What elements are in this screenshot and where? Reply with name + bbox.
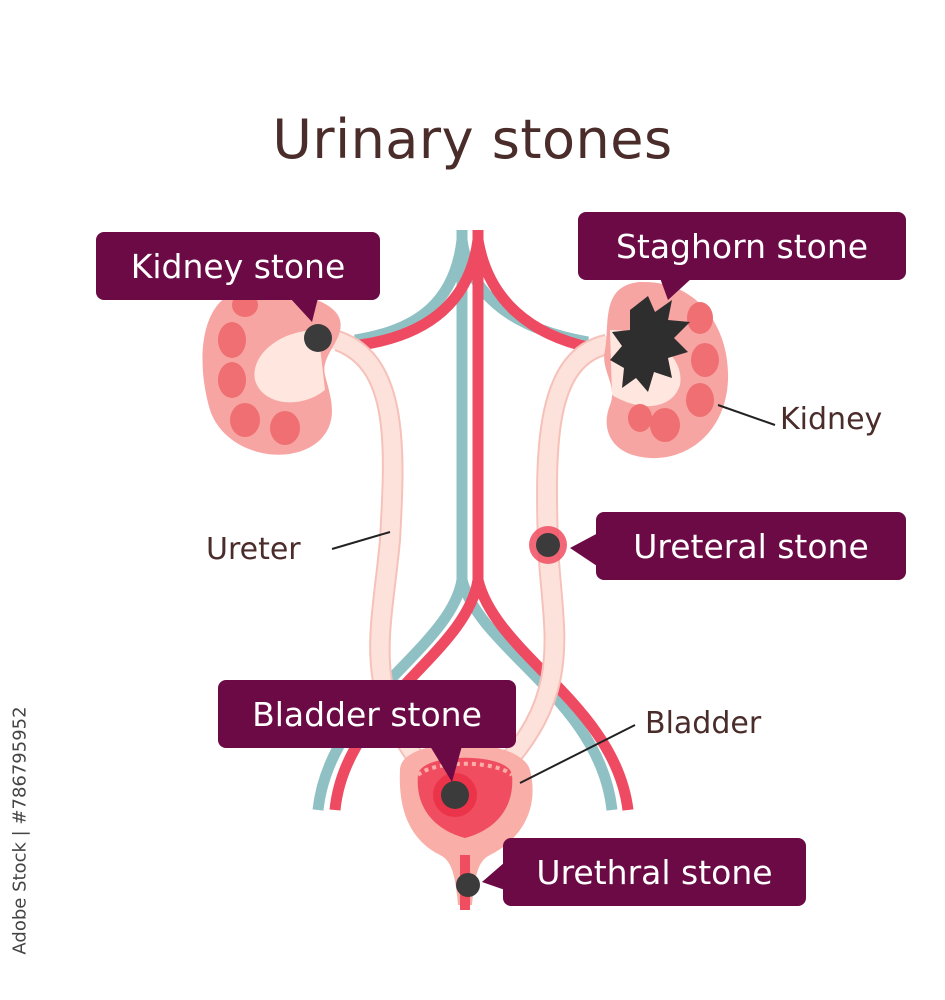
right-kidney-medulla <box>628 302 719 442</box>
staghorn-stone-callout: Staghorn stone <box>578 212 906 280</box>
kidney-stone-callout: Kidney stone <box>96 232 380 300</box>
callout-pointers <box>290 278 692 890</box>
bladder-label: Bladder <box>645 706 762 741</box>
ureteral-stone-callout: Ureteral stone <box>596 512 906 580</box>
right-kidney <box>604 281 729 459</box>
staghorn-stone <box>610 296 690 392</box>
ureter-label: Ureter <box>206 532 301 567</box>
leader-lines <box>331 404 776 784</box>
page-title: Urinary stones <box>272 108 673 171</box>
bladder-stone-callout: Bladder stone <box>218 680 516 748</box>
left-kidney-medulla <box>218 293 300 445</box>
stock-id-text: Adobe Stock | #786795952 <box>9 705 31 955</box>
urethral-stone-callout: Urethral stone <box>503 838 806 906</box>
stock-id-watermark: Adobe Stock | #786795952 <box>2 706 38 954</box>
kidney-label: Kidney <box>780 402 883 437</box>
left-kidney <box>202 289 341 455</box>
stones <box>304 324 567 897</box>
